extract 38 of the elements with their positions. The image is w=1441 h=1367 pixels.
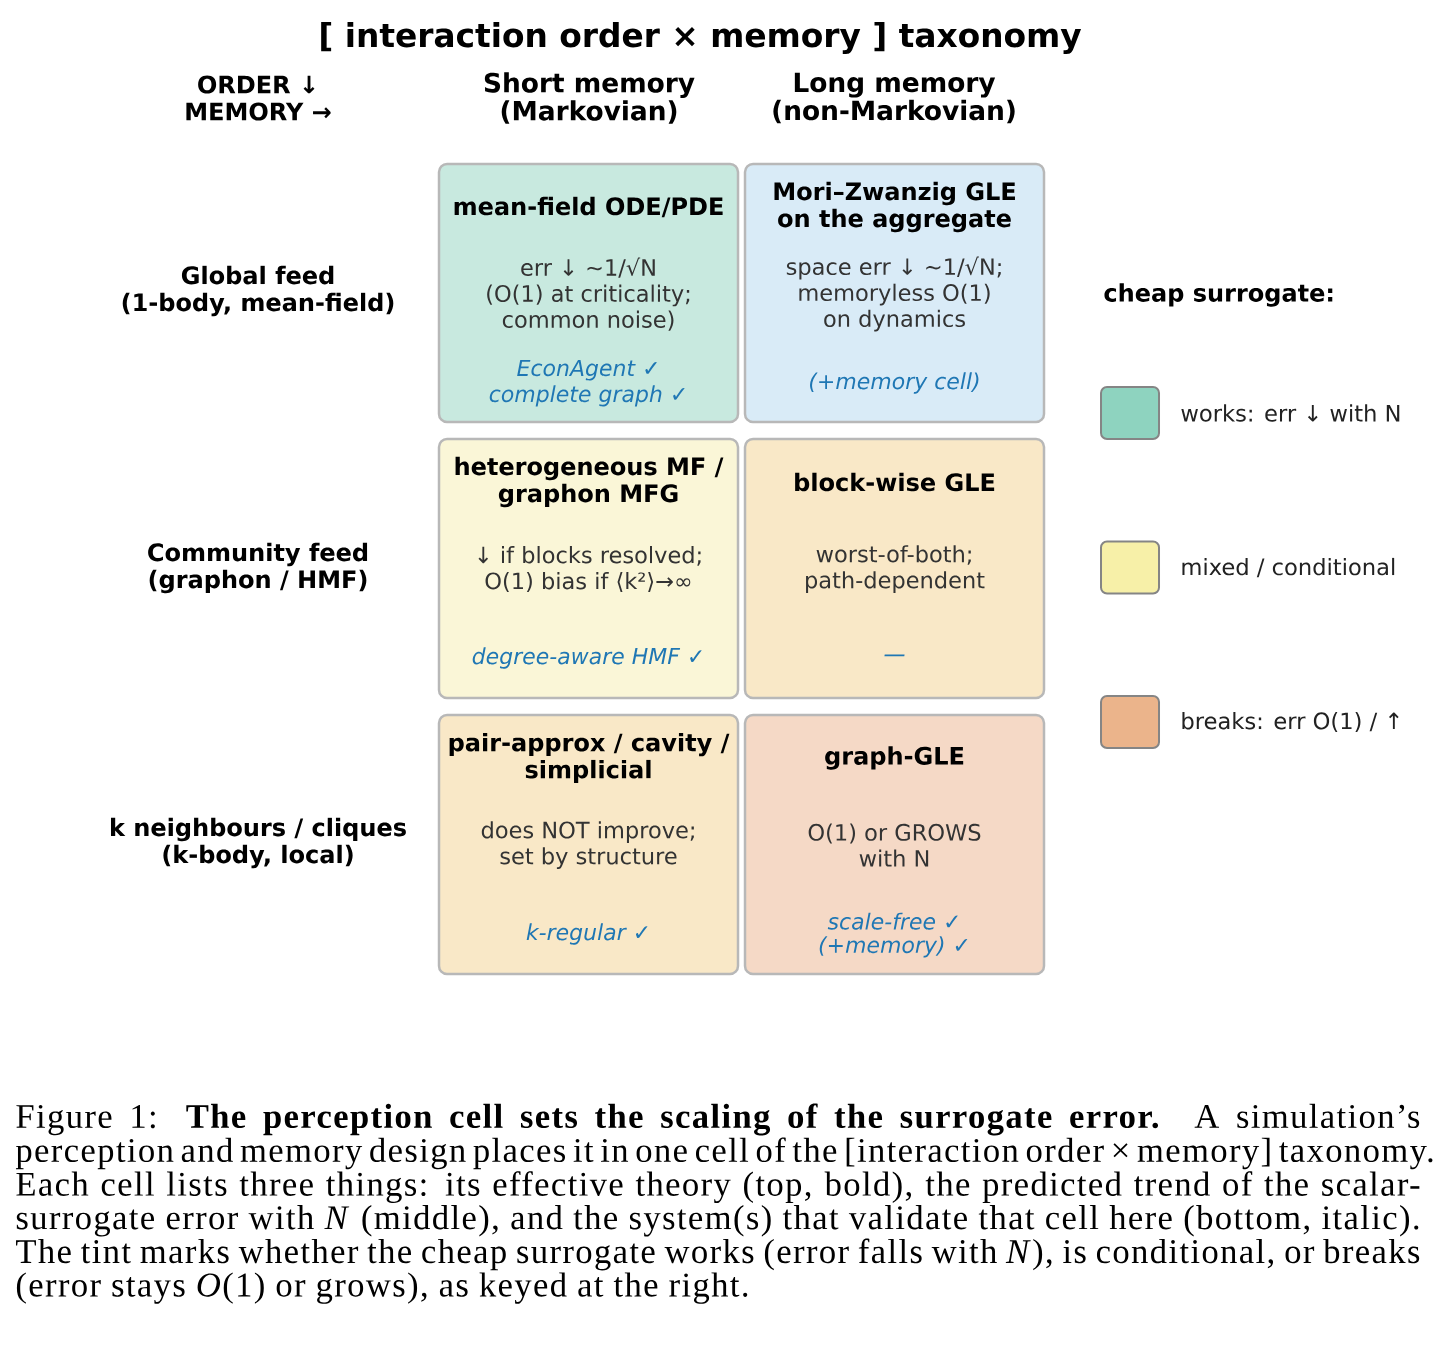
row-header: Community feed (graphon / HMF) [148, 542, 368, 594]
validation-note: — [884, 654, 905, 657]
cell-description: O(1) or GROWS with N [808, 823, 981, 867]
cell-heading: pair-approx / cavity / simplicial [449, 732, 730, 784]
legend-title: cheap surrogate: [1104, 283, 1333, 307]
taxonomy-cell [437, 162, 740, 424]
validation-note: degree-aware HMF ✓ [472, 647, 702, 669]
row-header: k neighbours / cliques (k-body, local) [111, 817, 406, 869]
legend-label: works: err ↓ with N [1181, 404, 1400, 422]
legend-label: mixed / conditional [1182, 557, 1395, 578]
validation-note: (+memory) ✓ [819, 936, 968, 958]
validation-note: scale-free ✓ [827, 912, 958, 930]
validation-note: k-regular ✓ [526, 923, 648, 945]
cell-description: space err ↓ ~1/√N; memoryless O(1) on dynamics [786, 256, 1001, 332]
cell-description: does NOT improve; set by structure [481, 821, 694, 869]
validation-note: (+memory cell) [810, 372, 979, 394]
taxonomy-cell [743, 437, 1046, 700]
validation-note: complete graph ✓ [489, 385, 685, 407]
cell-description: err ↓ ~1/√N (O(1) at criticality; common noise) [487, 257, 690, 331]
taxonomy-cell [437, 437, 740, 700]
title: [ interaction order × memory ] taxonomy [321, 22, 1082, 54]
column-header: Short memory (Markovian) [484, 72, 695, 124]
legend-label: breaks: err O(1) / ↑ [1182, 711, 1399, 733]
cell-description: ↓ if blocks resolved; O(1) bias if ⟨k²⟩→∞ [478, 546, 701, 593]
cell-heading: graph-GLE [825, 746, 964, 770]
taxonomy-cell [743, 162, 1046, 424]
caption: Figure 1: The perception cell sets the scaling of the surrogate error. A simulation’s perception and memory design places it in one cell of the [interaction order × memory] taxonomy. Each cell lists three things: its effective theory (top, bold), the predicted trend of the scalar-surrogate error with N (middle), and the system(s) that validate that cell here (bottom, italic). The tint marks whether the cheap surrogate works (error falls with N), is conditional, or breaks (error stays O(1) or grows), as keyed at the right. [15, 1103, 1433, 1304]
cell-heading: heterogeneous MF / graphon MFG [455, 456, 724, 508]
cell-description: worst-of-both; path-dependent [806, 545, 985, 593]
cell-heading: Mori–Zwanzig GLE on the aggregate [774, 181, 1015, 233]
column-header: Long memory (non-Markovian) [773, 72, 1015, 124]
taxonomy-cell [437, 713, 740, 976]
cell-heading: block-wise GLE [795, 472, 995, 492]
row-header: Global feed (1-body, mean-field) [122, 265, 394, 317]
taxonomy-cell [743, 713, 1046, 976]
axis-key: ORDER ↓ MEMORY → [186, 75, 331, 121]
cell-heading: mean-field ODE/PDE [454, 196, 723, 218]
validation-note: EconAgent ✓ [517, 359, 657, 381]
